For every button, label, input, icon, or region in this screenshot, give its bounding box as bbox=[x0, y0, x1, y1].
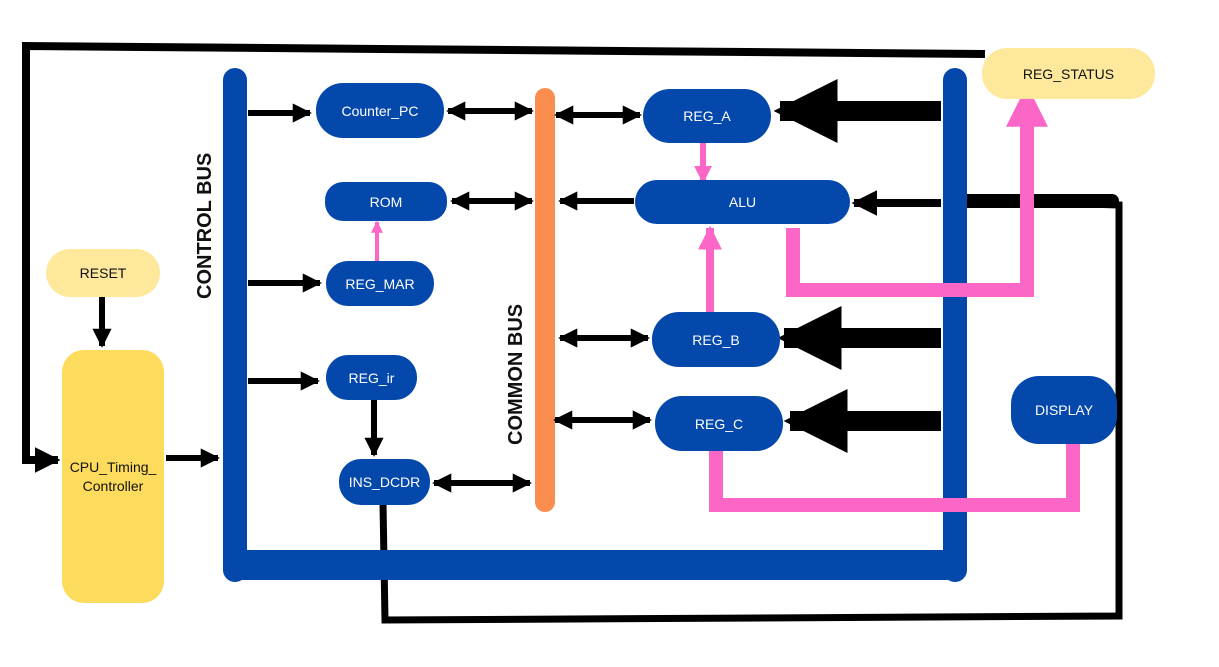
reset-block: RESET bbox=[46, 249, 160, 297]
control-bus-label: CONTROL BUS bbox=[194, 152, 216, 299]
cpu-timing-controller-block: CPU_Timing_Controller bbox=[62, 350, 164, 603]
pink-reg-c-display bbox=[709, 444, 1080, 512]
reg-b-block: REG_B bbox=[652, 312, 780, 367]
display-block: DISPLAY bbox=[1011, 376, 1117, 444]
reg-a-block: REG_A bbox=[643, 89, 771, 143]
rom-block: ROM bbox=[325, 182, 447, 221]
reg-ir-block: REG_ir bbox=[326, 355, 417, 400]
counter-pc-block: Counter_PC bbox=[316, 83, 444, 138]
alu-block: ALU bbox=[635, 180, 850, 224]
status-feedback-wire bbox=[22, 41, 986, 473]
pink-alu-status bbox=[786, 84, 1048, 297]
ins-dcdr-block: INS_DCDR bbox=[339, 459, 430, 505]
reg-status-block: REG_STATUS bbox=[982, 48, 1155, 99]
reg-c-block: REG_C bbox=[655, 396, 783, 451]
common-bus-label: COMMON BUS bbox=[505, 303, 527, 445]
reg-mar-block: REG_MAR bbox=[326, 261, 434, 306]
